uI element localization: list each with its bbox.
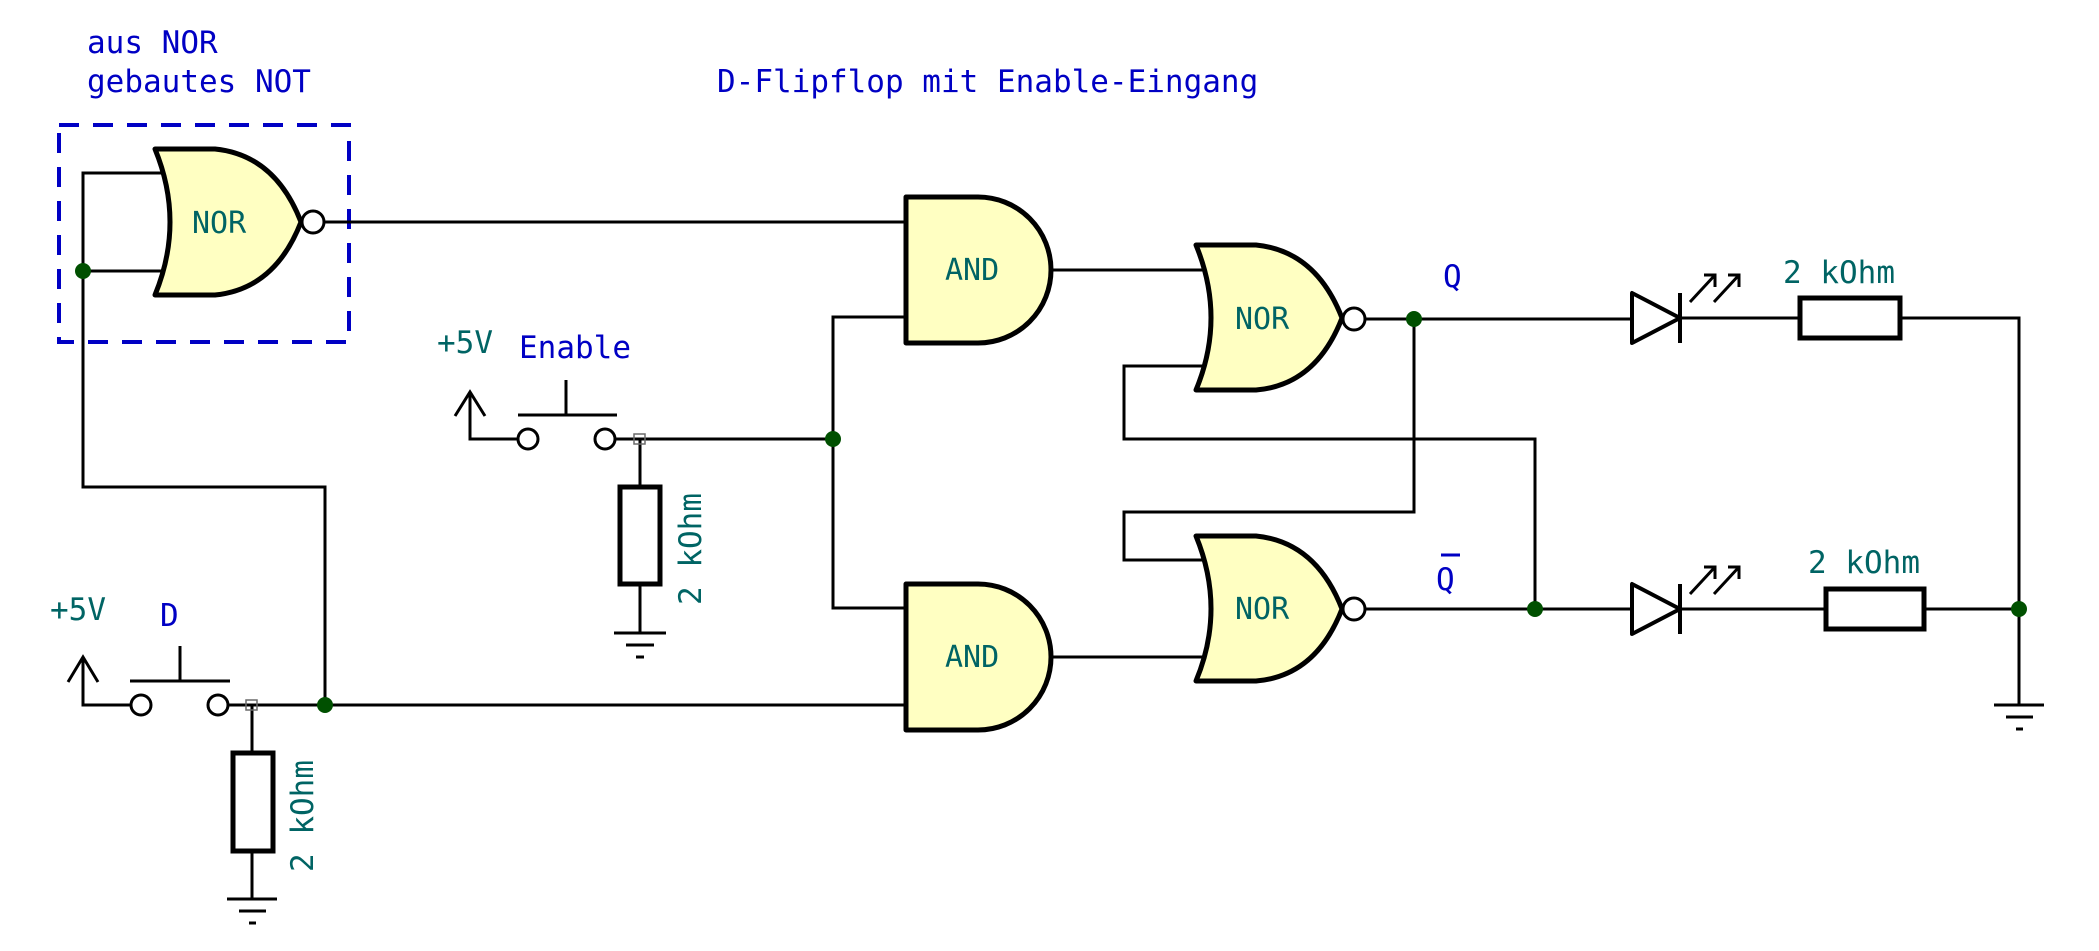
junction-dot [1527, 601, 1543, 617]
gate-and-bottom[interactable]: AND [903, 581, 1054, 733]
junction-dot [1406, 311, 1422, 327]
inverter-bubble [1341, 596, 1367, 622]
gate-label: AND [945, 253, 999, 288]
d-pulldown-resistor [230, 750, 276, 854]
junction-dot [75, 263, 91, 279]
d-pushbutton[interactable] [129, 646, 230, 717]
d-pulldown-value: 2 kOhm [285, 760, 321, 872]
wire-qbar-feedback [1122, 364, 1537, 611]
gate-nor-top[interactable]: NOR [1193, 242, 1367, 393]
wire-q-feedback [1122, 317, 1416, 562]
gate-nor-bottom[interactable]: NOR [1193, 533, 1367, 684]
switch-contact [593, 427, 617, 451]
ground-icon [614, 631, 666, 659]
qbar-led-resistor-value: 2 kOhm [1808, 545, 1920, 581]
annotation-line-2: gebautes NOT [87, 64, 311, 100]
gate-label: NOR [1235, 302, 1290, 337]
qbar-led-resistor [1823, 586, 1927, 632]
nor-body [1193, 533, 1345, 684]
pin-marker [245, 699, 258, 711]
enable-pulldown-value: 2 kOhm [673, 493, 709, 605]
q-label: Q [1443, 259, 1462, 295]
wire-enable-to-ands [831, 315, 907, 610]
enable-pushbutton[interactable] [516, 380, 617, 451]
led-triangle [1630, 582, 1682, 636]
gate-and-top[interactable]: AND [903, 194, 1054, 346]
inverter-bubble [1341, 306, 1367, 332]
gate-label: AND [945, 640, 999, 675]
led-icon[interactable] [1630, 273, 1741, 345]
d-label: D [160, 598, 179, 634]
schematic-title: D-Flipflop mit Enable-Eingang [717, 64, 1258, 100]
switch-contact [129, 693, 153, 717]
not-group-box [57, 123, 351, 344]
enable-supply-label: +5V [437, 325, 493, 361]
annotation-line-1: aus NOR [87, 25, 218, 61]
ground-icon [227, 897, 277, 925]
and-body [903, 194, 1054, 346]
d-supply-label: +5V [50, 592, 106, 628]
enable-input: +5V Enable 2 kOhm [437, 325, 709, 659]
junction-dot [317, 697, 333, 713]
enable-label: Enable [519, 330, 631, 366]
power-arrow-icon [453, 389, 518, 441]
led-triangle [1630, 291, 1682, 345]
switch-contact [516, 427, 540, 451]
q-led-resistor-value: 2 kOhm [1783, 255, 1895, 291]
ground-icon [1994, 703, 2044, 731]
and-body [903, 581, 1054, 733]
nor-body [1193, 242, 1345, 393]
pin-marker [633, 433, 646, 445]
inverter-bubble [300, 209, 326, 235]
q-output: Q 2 kOhm [1443, 255, 1903, 345]
gate-label: NOR [192, 206, 247, 241]
switch-contact [206, 693, 230, 717]
led-icon[interactable] [1630, 565, 1741, 636]
nor-body [152, 146, 304, 298]
junctions [75, 263, 2027, 713]
gate-not-nor[interactable]: NOR [152, 146, 326, 298]
junction-dot [2011, 601, 2027, 617]
enable-pulldown-resistor [617, 484, 663, 587]
wire-d-to-not [81, 171, 327, 707]
junction-dot [825, 431, 841, 447]
wire-return-top [1898, 316, 2021, 707]
q-led-resistor [1797, 295, 1903, 341]
wires [81, 171, 2021, 901]
gate-label: NOR [1235, 592, 1290, 627]
qbar-output: Q 2 kOhm [1436, 545, 1927, 636]
d-input: +5V D 2 kOhm [50, 592, 321, 925]
qbar-label: Q [1436, 562, 1455, 598]
power-arrow-icon [66, 654, 131, 707]
